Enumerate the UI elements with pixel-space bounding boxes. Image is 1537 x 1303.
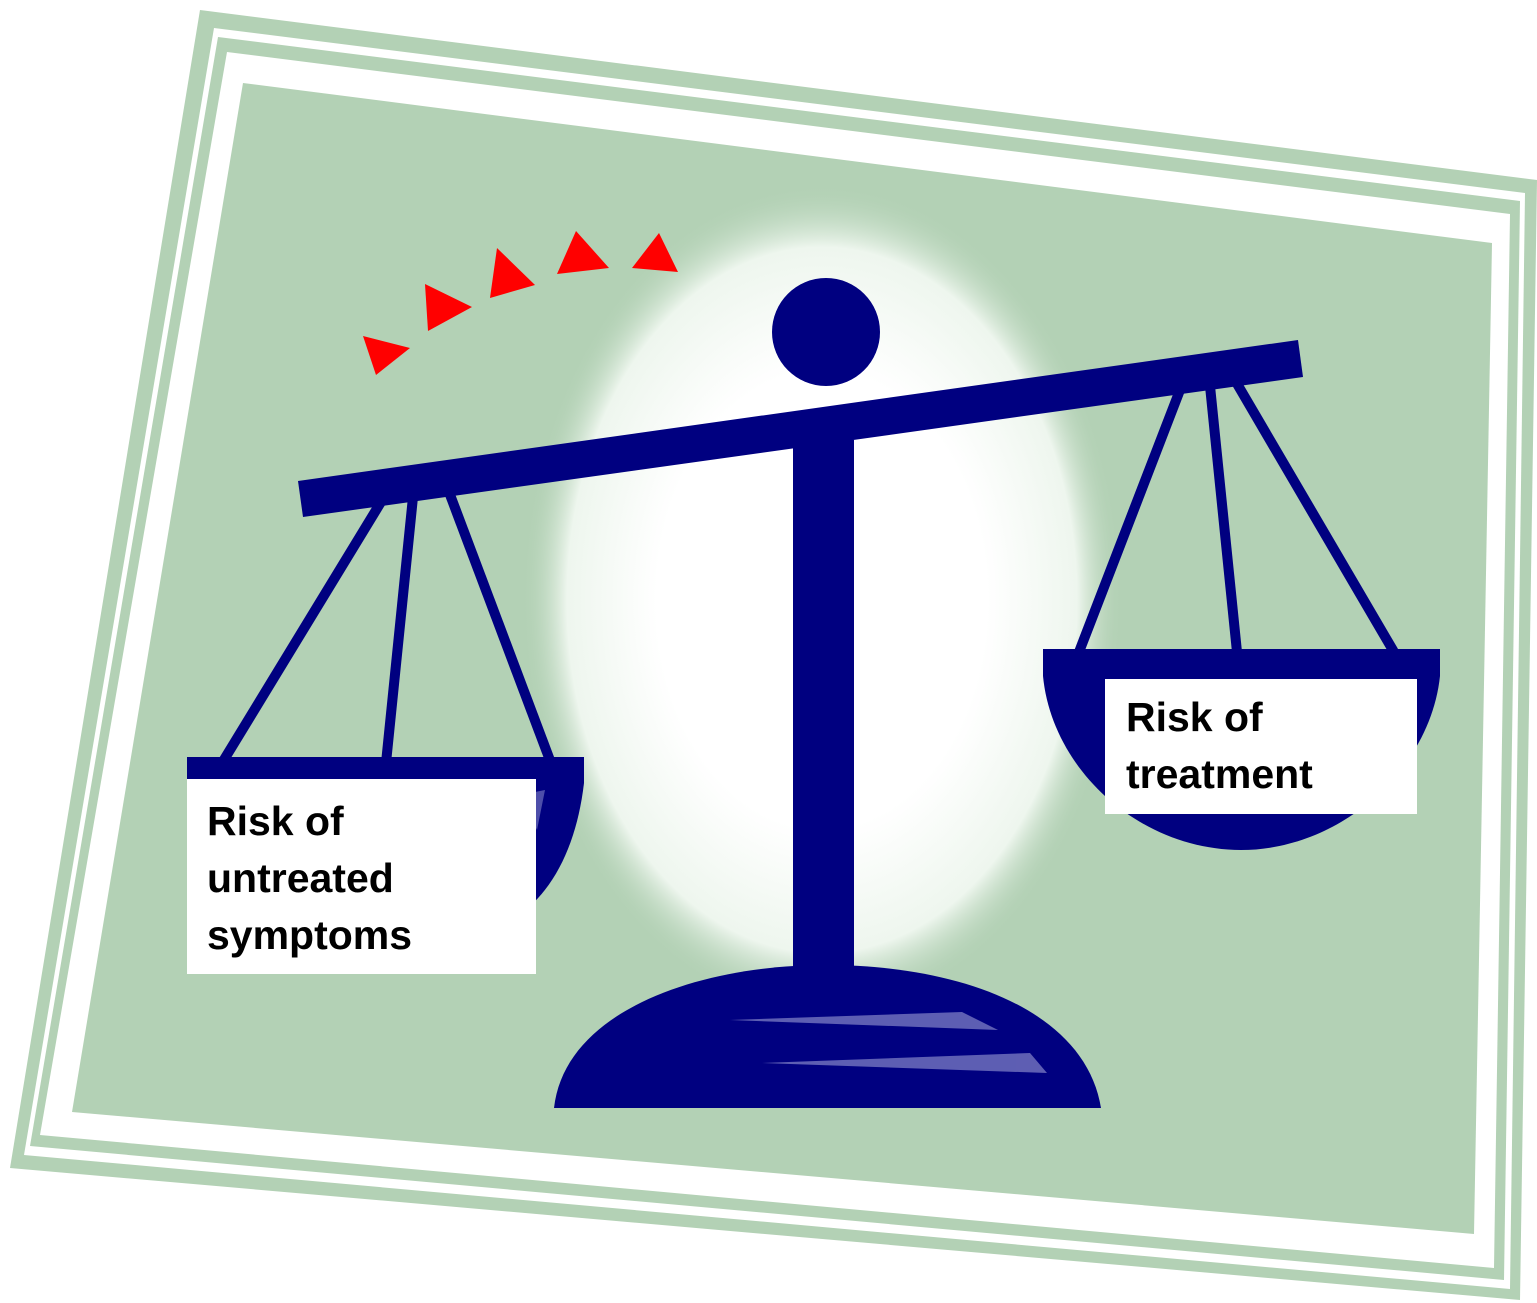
right-pan-label-line: treatment <box>1126 746 1417 803</box>
right-pan-label-line: Risk of <box>1126 689 1417 746</box>
scale-knob <box>772 278 880 386</box>
left-pan-label-line: Risk of <box>207 793 536 850</box>
left-pan-label-line: untreated <box>207 850 536 907</box>
left-pan-label: Risk of untreated symptoms <box>187 779 536 974</box>
scale-post <box>793 440 854 985</box>
left-pan-label-line: symptoms <box>207 907 536 964</box>
right-pan-label: Risk of treatment <box>1105 679 1417 814</box>
